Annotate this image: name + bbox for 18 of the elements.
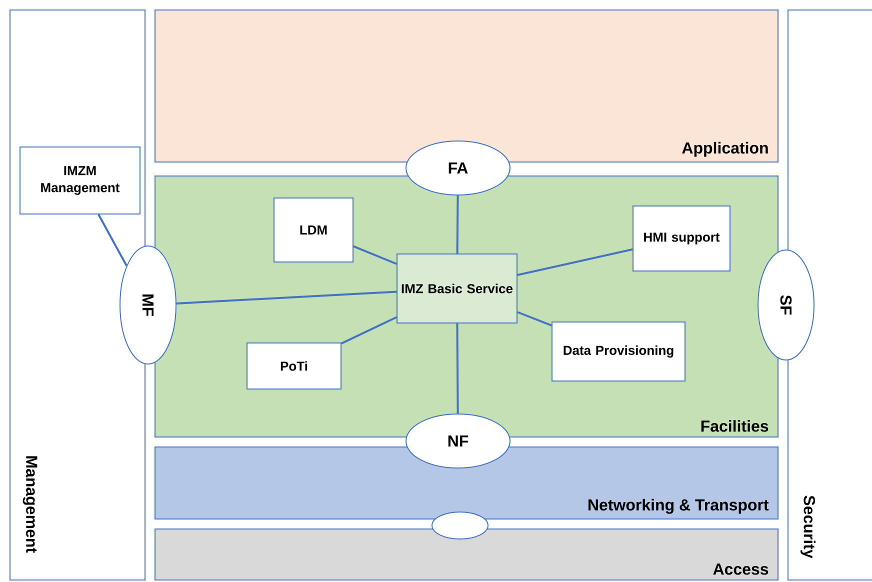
module-box: HMI support [632,206,730,272]
module-box: IMZM Management [20,146,140,214]
interface-ellipse [432,512,488,540]
module-box: PoTi [246,342,342,390]
connector-line [517,248,633,276]
connector-line [456,324,459,414]
module-box: Data Provisioning [552,322,686,382]
connector-line [517,311,552,326]
connector-line [456,195,459,254]
layer-band: Access [154,528,778,580]
connector-line [98,214,128,266]
layer-band: Networking & Transport [154,446,778,520]
module-box: LDM [274,198,354,262]
layer-band: Application [154,10,778,162]
connector-line [176,290,397,304]
connector-line [353,245,397,265]
connector-line [341,316,397,344]
service-box: IMZ Basic Service [396,254,518,324]
